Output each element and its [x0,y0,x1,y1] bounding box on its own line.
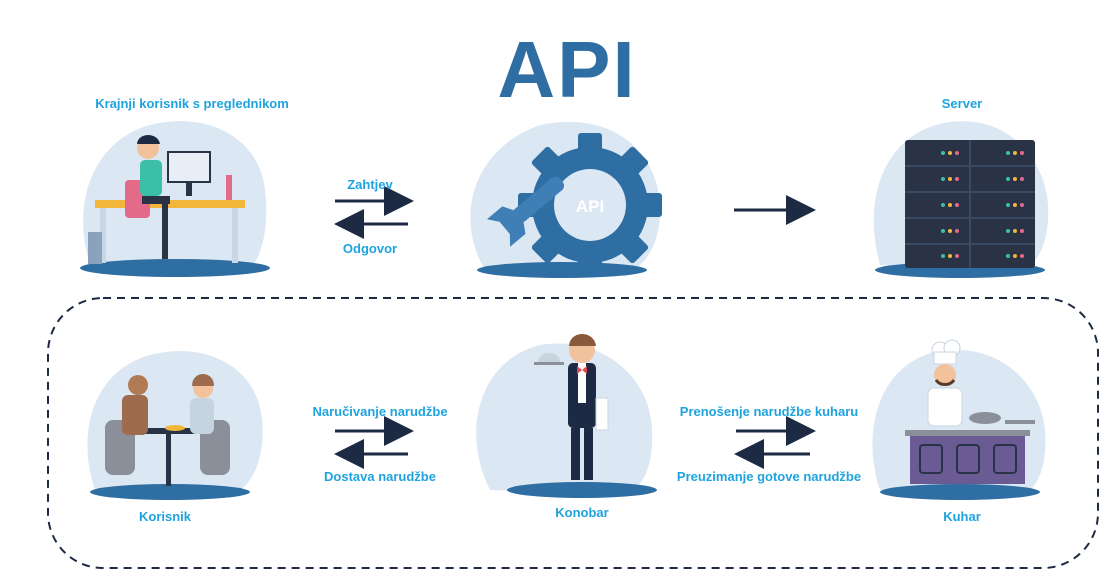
waiter-illustration [476,334,657,498]
server-label: Server [941,96,983,111]
response-label: Odgovor [342,241,398,256]
delivery-label: Dostava narudžbe [324,469,436,484]
client-blob [83,121,267,268]
order-label: Naručivanje narudžbe [312,404,448,419]
api-gear-illustration [470,121,662,278]
pickup-label: Preuzimanje gotove narudžbe [676,469,862,484]
waiter-label: Konobar [555,505,609,520]
chef-illustration [872,339,1046,500]
client-illustration [80,121,270,277]
customer-label: Korisnik [138,509,192,524]
analogy-frame [47,297,1099,569]
waiter-blob [476,343,653,495]
server-illustration [873,121,1049,278]
request-label: Zahtjev [347,177,393,192]
transfer-label: Prenošenje narudžbe kuharu [679,404,859,419]
gear-api-label: API [575,197,605,216]
page-title: API [497,25,637,114]
client-label: Krajnji korisnik s preglednikom [95,96,289,111]
customer-illustration [87,351,263,500]
chef-label: Kuhar [943,509,981,524]
